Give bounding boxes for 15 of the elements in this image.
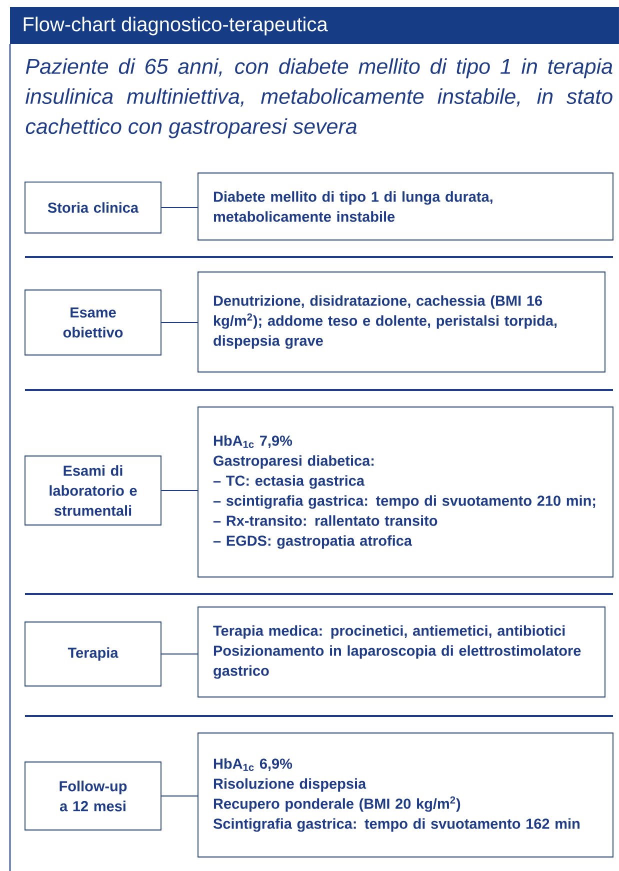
subtitle: Paziente di 65 anni, con diabete mellito di tipo 1 in terapia insulinica multiniettiva, metabolicamente instabile, in stato cachettico con gastroparesi severa bbox=[26, 58, 612, 138]
category-box: Terapia bbox=[24, 622, 162, 686]
connector-line bbox=[161, 207, 198, 208]
detail-box: Diabete mellito di tipo 1 di lunga durata, metabolicamente instabile bbox=[198, 172, 614, 240]
detail-box: HbA$_{1c}$ 6,9% Risoluzione dispepsia Recupero ponderale (BMI 20 kg/m$^{2}$) Scintigrafia gastrica: tempo di svuotamento 162 min bbox=[198, 732, 614, 858]
title-band: Flow-chart diagnostico-terapeutica bbox=[10, 7, 619, 44]
detail-box: Denutrizione, disidratazione, cachessia (BMI 16 kg/m$^{2}$); addome teso e dolente, peristalsi torpida, dispepsia grave bbox=[198, 272, 606, 372]
detail-box: Terapia medica: procinetici, antiemetici, antibiotici Posizionamento in laparoscopia di elettrostimolatore gastrico bbox=[198, 606, 606, 698]
category-box: Follow-up a 12 mesi bbox=[24, 762, 162, 830]
category-box: Esame obiettivo bbox=[24, 290, 162, 356]
category-box: Esami di laboratorio e strumentali bbox=[24, 456, 162, 526]
connector-line bbox=[161, 322, 198, 323]
detail-box: HbA$_{1c}$ 7,9% Gastroparesi diabetica: – TC: ectasia gastrica – scintigrafia gastrica: tempo di svuotamento 210 min; – Rx-transito: rallentato transito – EGDS: gastropatia atrofica bbox=[198, 406, 614, 578]
connector-line bbox=[161, 490, 198, 491]
category-box: Storia clinica bbox=[24, 182, 162, 234]
